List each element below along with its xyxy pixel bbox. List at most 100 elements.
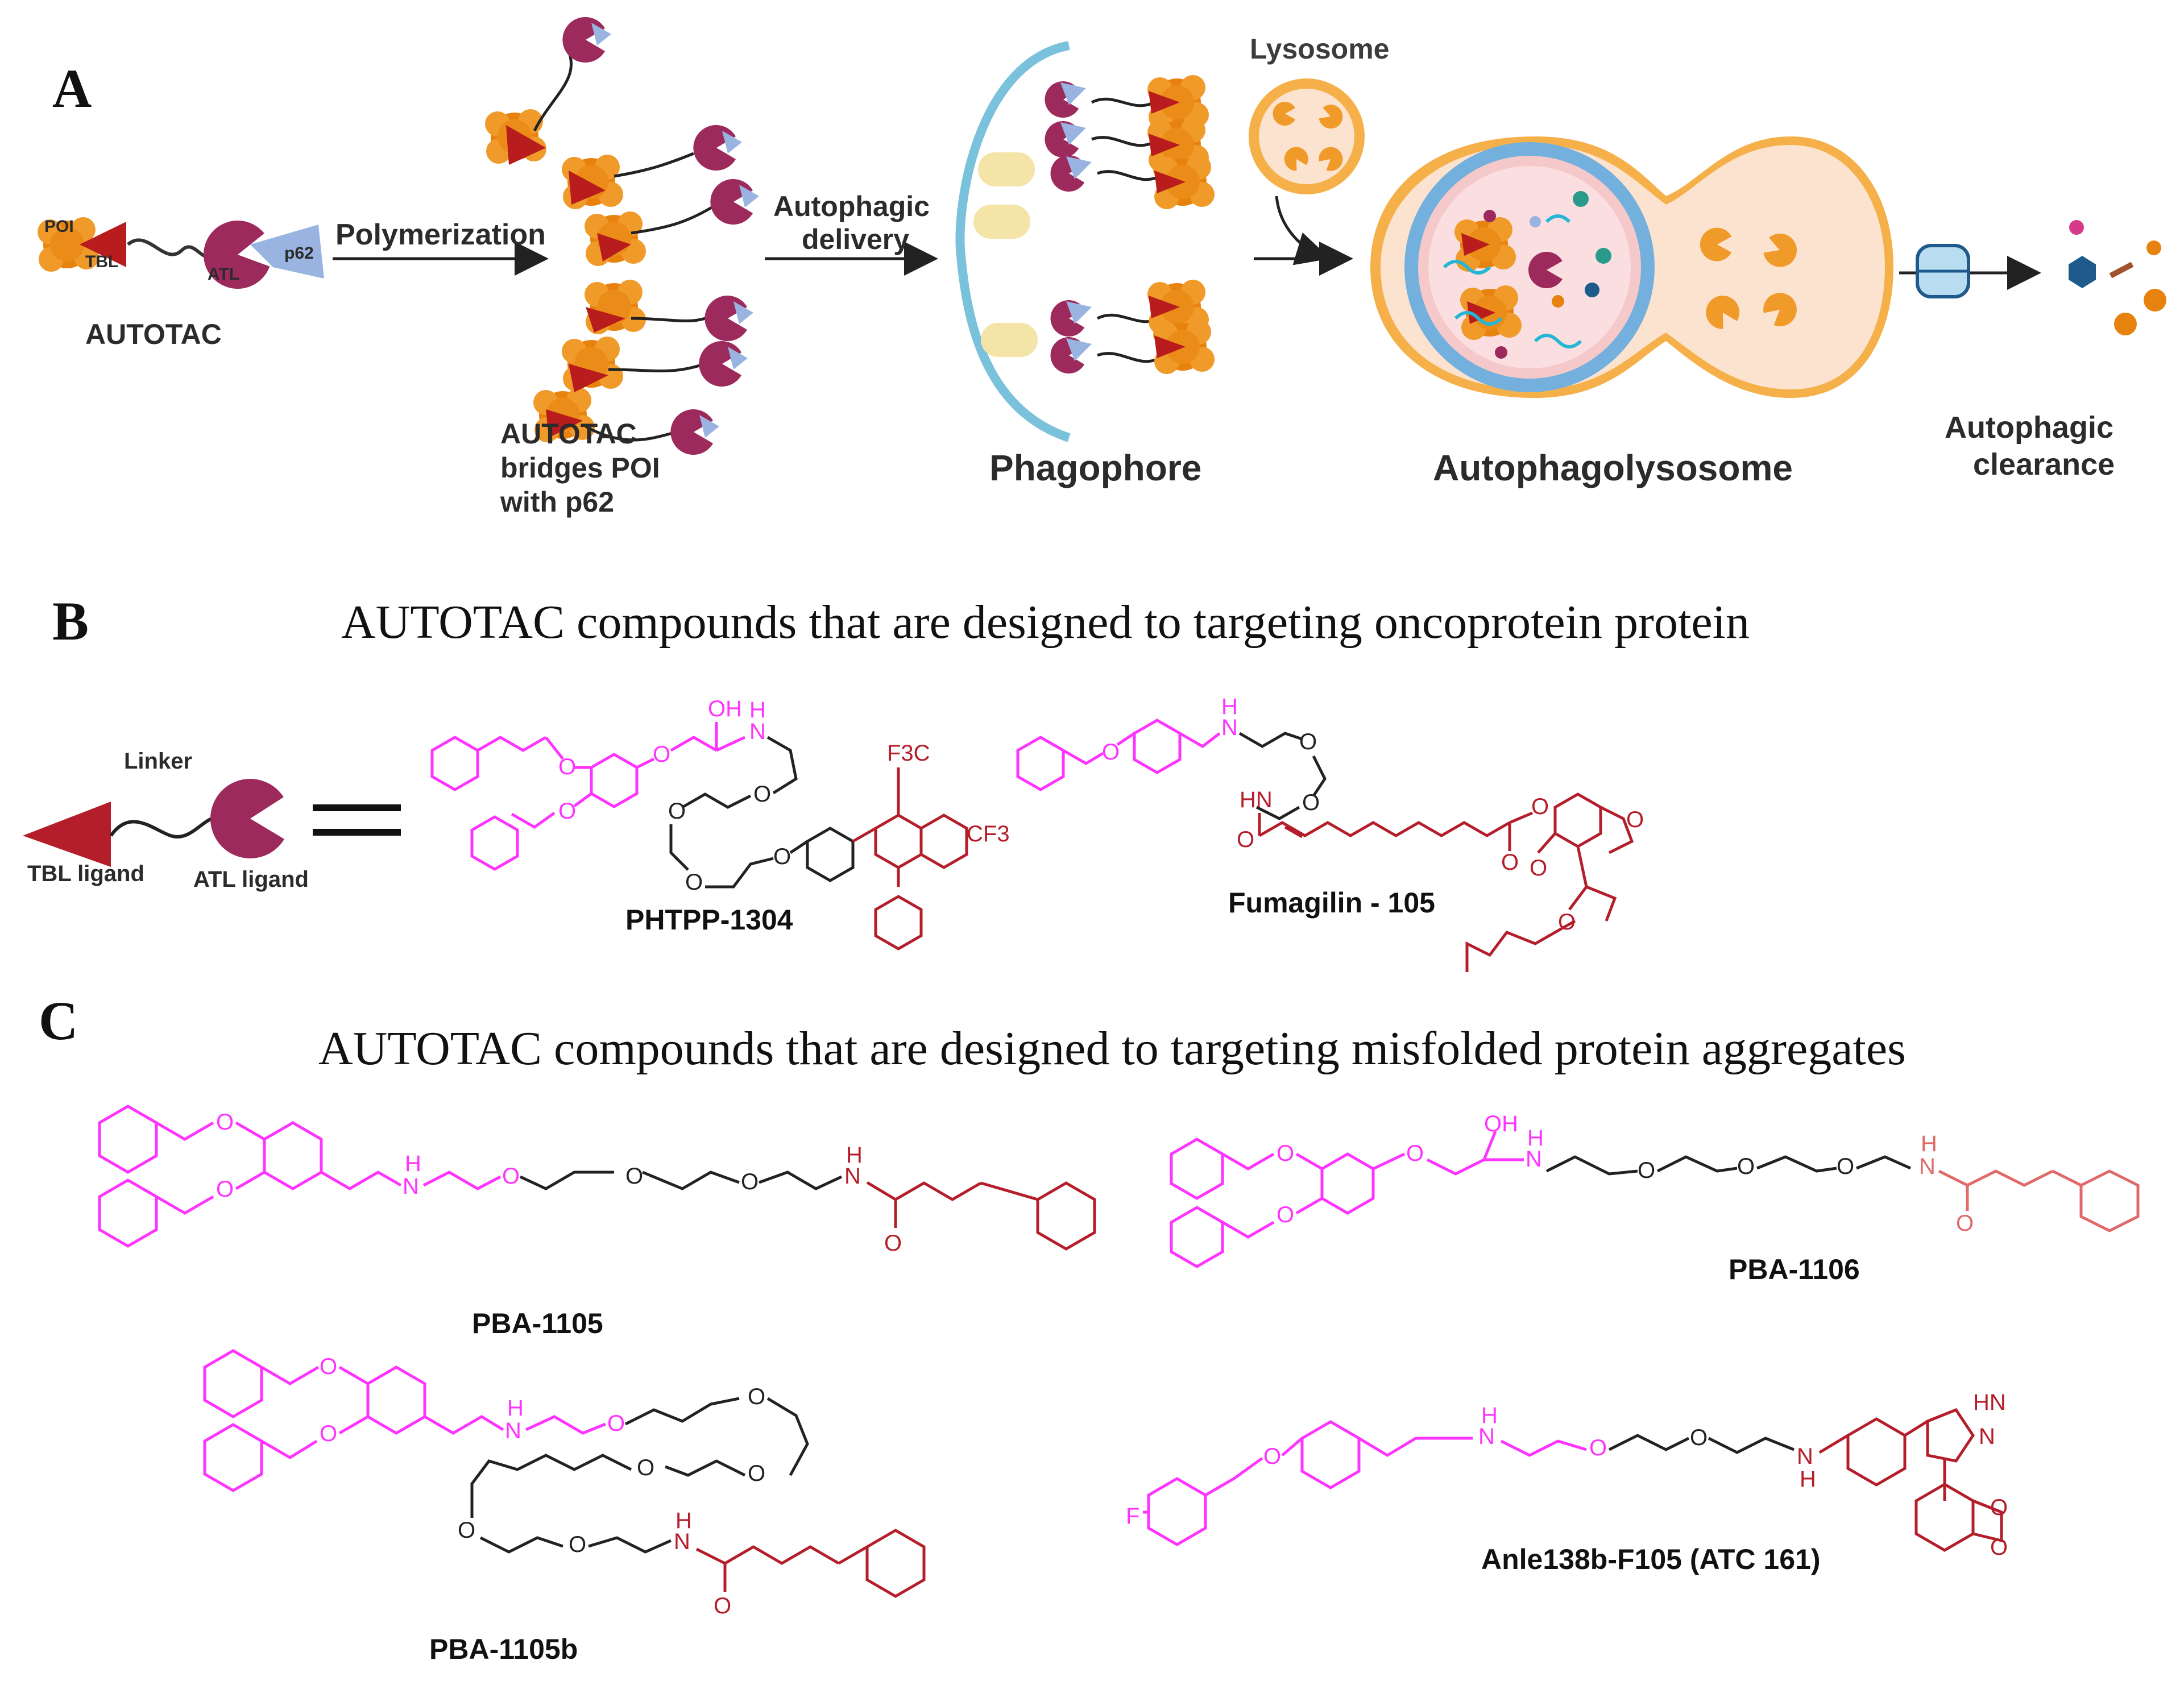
atom-h: H [1481,1403,1498,1428]
compound-anle138b-f105: Anle138b-F105 (ATC 161) [1481,1543,1820,1575]
panel-c: C AUTOTAC compounds that are designed to… [39,990,2140,1665]
clearance-step: Autophagic clearance [1899,220,2166,482]
bridges-line-2: bridges POI [500,452,660,484]
phagophore: Phagophore [955,41,1215,488]
atom-oh: OH [708,696,742,721]
structure-pba-1106: O O O OH N H O O O N H O [1170,1111,2140,1285]
clearance-label-1: Autophagic [1945,410,2113,445]
atom-o: O [320,1421,337,1446]
tbl-ligand-icon [23,802,111,867]
panel-letter-c: C [39,990,78,1051]
compound-pba-1106: PBA-1106 [1729,1254,1860,1285]
phagophore-membrane [955,41,1071,442]
atom-o: O [1277,1202,1294,1227]
equals-bar-bottom [313,829,401,836]
atom-o: O [1531,794,1549,819]
atom-cf3: CF3 [967,821,1010,846]
delivery-label-1: Autophagic [773,190,930,222]
phagophore-label: Phagophore [989,447,1201,488]
atom-o: O [741,1169,759,1194]
atom-o: O [216,1177,234,1202]
atom-o: O [653,742,670,767]
atom-o: O [558,799,576,824]
atom-o: O [637,1455,654,1480]
panel-letter-b: B [52,591,89,651]
atom-o: O [1990,1535,2008,1560]
atom-o: O [1406,1141,1424,1166]
atom-h: H [1921,1131,1937,1156]
atom-o: O [558,754,576,779]
atom-n: N [1478,1424,1495,1449]
atom-o: O [320,1354,337,1379]
structure-anle138b-f105: F O N H O O N H HN N O [1126,1390,2008,1575]
linker-line [127,238,212,259]
atom-n: N [1526,1147,1542,1172]
atom-hn: HN [1240,787,1273,812]
atl-label: ATL [208,265,239,284]
atom-o: O [1530,856,1547,881]
atom-n: N [1797,1444,1813,1469]
atom-h: H [749,698,766,723]
atom-o: O [773,844,791,869]
compound-pba-1105: PBA-1105 [472,1308,603,1339]
equals-bar-top [313,804,401,811]
structure-pba-1105b: O O N H O O O O O O N H [203,1349,926,1665]
atom-o: O [884,1231,902,1256]
atom-o: O [748,1461,765,1486]
panel-letter-a: A [52,58,92,119]
atom-n: N [1919,1154,1936,1179]
atom-h: H [1527,1126,1544,1151]
atom-o: O [685,870,703,895]
atom-o: O [714,1593,731,1618]
tbl-ligand-label: TBL ligand [27,861,144,886]
atom-n: N [749,719,766,744]
tbl-label: TBL [85,252,118,271]
clearance-label-2: clearance [1973,447,2115,482]
atom-o: O [1263,1444,1281,1469]
tbl-arrow-icon [80,222,126,267]
atom-o: O [569,1532,586,1557]
atom-oh: OH [1484,1111,1518,1136]
linker-label: Linker [124,749,192,774]
atom-n: N [505,1418,521,1443]
bridges-line-3: with p62 [500,486,614,518]
atom-o: O [458,1518,475,1543]
atom-o: O [625,1164,643,1189]
autotac-schematic: Linker TBL ligand ATL ligand [23,749,401,892]
atom-o: O [1638,1158,1655,1183]
atom-h: H [1221,694,1238,719]
compound-fumagilin-105: Fumagilin - 105 [1228,887,1435,919]
atom-o: O [748,1384,765,1409]
delivery-label-2: delivery [802,223,909,255]
delivery-step: Autophagic delivery [765,190,938,276]
atom-h: H [405,1151,421,1176]
atom-h: H [846,1143,863,1168]
atom-o: O [1626,807,1644,832]
atom-o: O [1237,827,1254,852]
structure-fumagilin-105: O N H O O HN O O O O O O [1016,694,1644,972]
atom-n: N [403,1174,419,1199]
atom-f: F [1126,1504,1139,1529]
atom-n: N [1979,1424,1995,1449]
p62-shape [250,225,324,279]
autotac-monomer: POI TBL ATL p62 AUTOTAC [38,217,324,350]
poi-label: POI [44,217,74,236]
atom-o: O [216,1110,234,1135]
atom-h: H [507,1396,524,1421]
atom-h: H [675,1508,692,1533]
atl-ligand-label: ATL ligand [193,867,309,892]
atom-o: O [1737,1154,1755,1179]
autophagolysosome: Autophagolysosome [1370,136,1893,488]
atom-o: O [668,799,686,824]
atom-o: O [753,782,771,807]
panel-b-title: AUTOTAC compounds that are designed to t… [341,596,1750,649]
atom-o: O [1837,1154,1854,1179]
bridges-line-1: AUTOTAC [500,418,637,450]
p62-label: p62 [284,244,314,263]
autophagolysosome-label: Autophagolysosome [1433,447,1793,488]
atom-o: O [607,1411,625,1436]
atom-o: O [1956,1211,1974,1236]
atom-f3c: F3C [887,741,930,766]
structure-pba-1105: O O N H O O O N H O PBA-1105 [98,1105,1096,1339]
